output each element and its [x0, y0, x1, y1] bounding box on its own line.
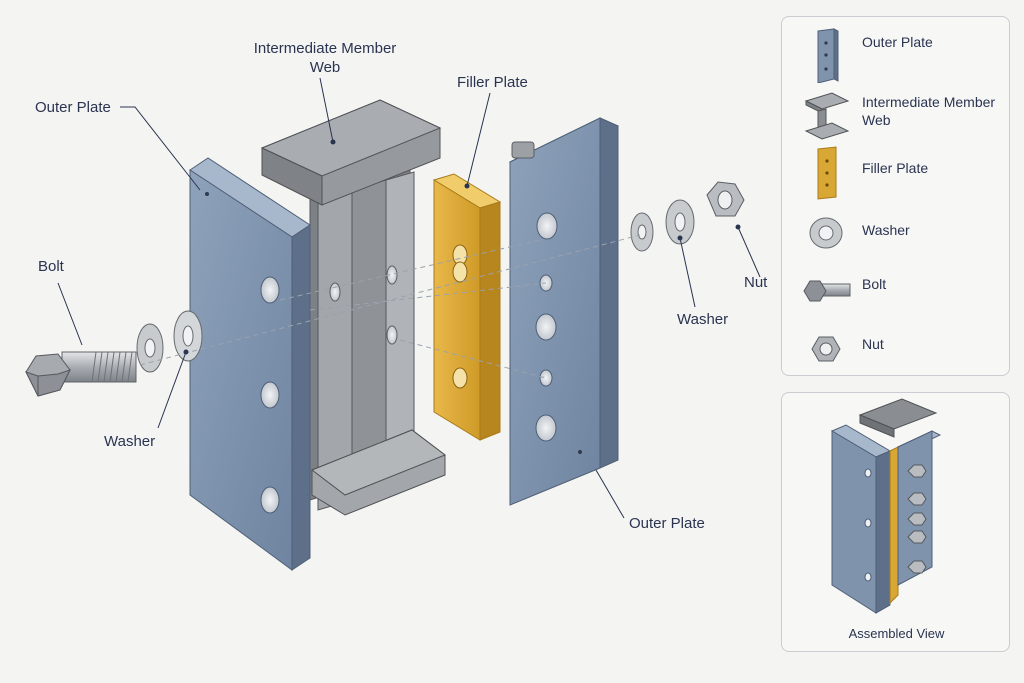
- outer-plate-left: [189, 157, 311, 571]
- legend-label-intermediate-line2: Web: [862, 112, 891, 128]
- legend-panel: Outer Plate Intermediate Member Web Fill…: [781, 16, 1010, 376]
- assembled-view-caption: Assembled View: [848, 626, 945, 641]
- label-outer-plate-right: Outer Plate: [629, 515, 705, 532]
- intermediate-member-icon: [804, 92, 850, 140]
- leader-dots: [183, 139, 741, 355]
- filler-plate-icon: [817, 146, 837, 200]
- legend-label-filler-plate: Filler Plate: [862, 160, 929, 176]
- filler-plate: [432, 173, 502, 441]
- label-intermediate-member-line1: Intermediate Member: [253, 40, 397, 57]
- label-washer-left: Washer: [104, 433, 156, 450]
- label-washer-right: Washer: [677, 311, 729, 328]
- assembled-view-illustration: [830, 398, 942, 614]
- legend-label-intermediate-line1: Intermediate Member: [862, 94, 996, 110]
- leader-lines: [57, 77, 761, 519]
- legend-label-washer: Washer: [862, 222, 910, 238]
- outer-plate-icon: [817, 28, 839, 83]
- label-nut: Nut: [744, 274, 768, 291]
- label-bolt: Bolt: [38, 258, 64, 275]
- label-outer-plate-left: Outer Plate: [35, 99, 111, 116]
- washer-right-2: [665, 199, 695, 245]
- washer-right-1: [630, 212, 654, 252]
- outer-plate-right: [508, 117, 620, 506]
- washer-left-2: [173, 310, 203, 362]
- washer-left-1: [136, 323, 164, 373]
- nut-icon: [811, 336, 841, 362]
- assembled-view-panel: Assembled View: [781, 392, 1010, 652]
- alignment-lines: [139, 234, 641, 379]
- legend-label-intermediate-member: Intermediate Member Web: [862, 93, 995, 129]
- label-filler-plate: Filler Plate: [457, 74, 528, 91]
- label-intermediate-member-line2: Web: [309, 59, 341, 76]
- washer-icon: [809, 217, 843, 249]
- label-intermediate-member-web: Intermediate Member Web: [236, 39, 414, 77]
- nut: [706, 181, 745, 217]
- bolt: [25, 351, 137, 397]
- intermediate-member-web: [260, 99, 447, 516]
- legend-label-outer-plate: Outer Plate: [862, 34, 933, 50]
- legend-label-nut: Nut: [862, 336, 884, 352]
- legend-label-bolt: Bolt: [862, 276, 887, 292]
- bolt-icon: [803, 280, 851, 302]
